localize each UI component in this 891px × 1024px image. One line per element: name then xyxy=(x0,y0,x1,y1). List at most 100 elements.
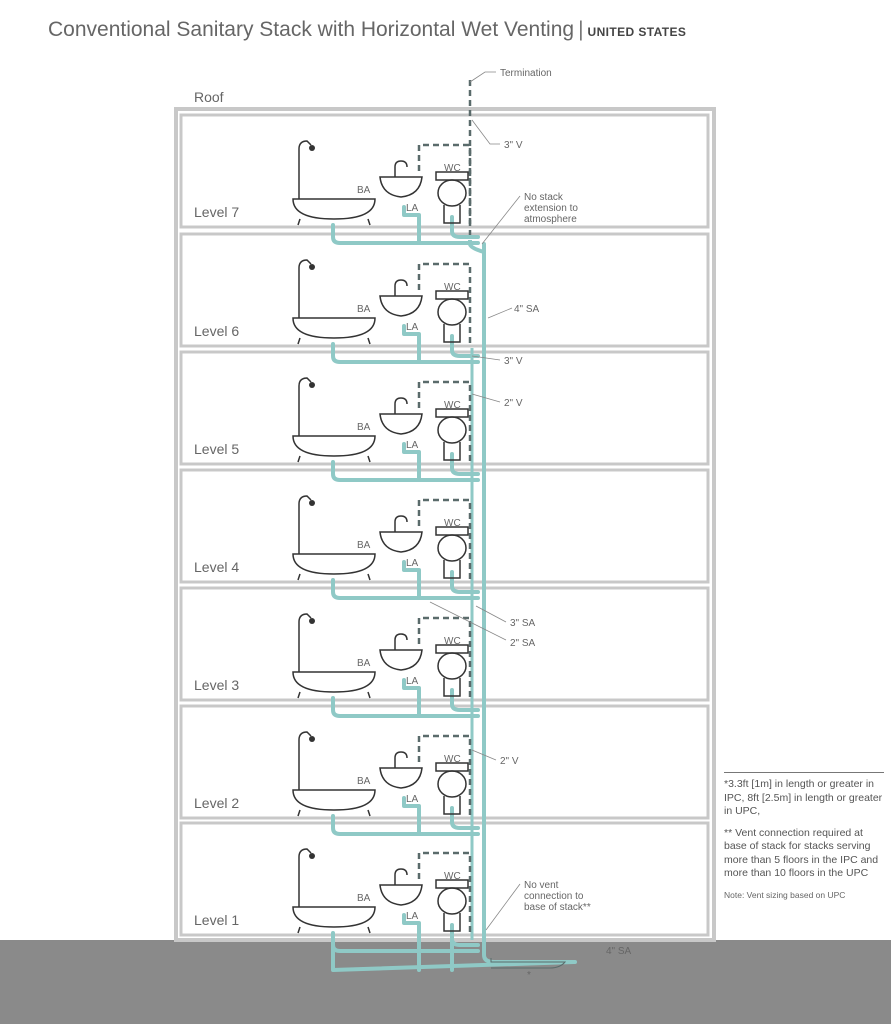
toilet-base-icon xyxy=(443,324,461,343)
callout-label: connection to xyxy=(524,891,584,902)
shower-icon xyxy=(298,259,312,318)
toilet-bowl-icon xyxy=(437,298,467,326)
lavatory-drain xyxy=(402,324,421,364)
toilet-bowl-icon xyxy=(437,179,467,207)
branch-drain xyxy=(331,460,480,482)
lavatory-label: LA xyxy=(406,203,419,214)
toilet-label: WC xyxy=(444,636,461,647)
faucet-icon xyxy=(394,515,408,532)
bathtub-leg xyxy=(297,218,301,226)
page-title: Conventional Sanitary Stack with Horizon… xyxy=(48,18,686,42)
bathtub-label: BA xyxy=(357,658,371,669)
shower-icon xyxy=(298,377,312,436)
bathtub-leg xyxy=(367,691,371,699)
callout-label: 2" V xyxy=(500,756,519,767)
toilet-drain xyxy=(450,452,480,476)
lavatory-icon xyxy=(379,531,423,553)
lavatory-drain xyxy=(402,205,421,245)
leader-line xyxy=(487,307,513,319)
vent-loop xyxy=(417,851,472,933)
callout-label: 2" SA xyxy=(510,638,536,649)
region-label: UNITED STATES xyxy=(587,25,687,39)
callout-label: Termination xyxy=(500,68,552,79)
note-vent-connection: ** Vent connection required at base of s… xyxy=(724,826,879,880)
lavatory-label: LA xyxy=(406,676,419,687)
callout-label: 3" V xyxy=(504,356,523,367)
leader-line xyxy=(485,883,521,931)
bathtub-leg xyxy=(367,573,371,581)
building-drain-risers xyxy=(417,936,454,972)
bathtub-label: BA xyxy=(357,304,371,315)
lavatory-icon xyxy=(379,176,423,198)
bathtub-leg xyxy=(367,455,371,463)
callout-label: 3" V xyxy=(504,140,523,151)
note-length: *3.3ft [1m] in length or greater in IPC,… xyxy=(724,778,883,817)
toilet-label: WC xyxy=(444,163,461,174)
shower-icon xyxy=(298,613,312,672)
bathtub-icon xyxy=(292,435,376,457)
level-label: Level 6 xyxy=(194,323,239,339)
bathtub-label: BA xyxy=(357,185,371,196)
callout-label: 4" SA xyxy=(514,304,540,315)
bathtub-icon xyxy=(292,906,376,928)
bathtub-leg xyxy=(367,809,371,817)
bathtub-icon xyxy=(292,317,376,339)
bathtub-leg xyxy=(297,809,301,817)
note-vent-sizing: Note: Vent sizing based on UPC xyxy=(724,889,846,900)
lavatory-icon xyxy=(379,649,423,671)
toilet-bowl-icon xyxy=(437,534,467,562)
toilet-base-icon xyxy=(443,796,461,815)
bathtub-label: BA xyxy=(357,540,371,551)
callout-label: base of stack** xyxy=(524,902,591,913)
branch-drain xyxy=(331,223,480,245)
toilet-label: WC xyxy=(444,518,461,529)
bathtub-leg xyxy=(297,691,301,699)
vent-loop xyxy=(417,498,472,580)
branch-drain xyxy=(331,696,480,718)
leader-line xyxy=(471,355,501,361)
leader-line xyxy=(471,749,497,761)
lavatory-label: LA xyxy=(406,911,419,922)
bathtub-label: BA xyxy=(357,776,371,787)
toilet-bowl-icon xyxy=(437,887,467,915)
lavatory-icon xyxy=(379,295,423,317)
branch-drain xyxy=(331,342,480,364)
pipe-network: * xyxy=(331,80,577,981)
lavatory-icon xyxy=(379,413,423,435)
ground xyxy=(0,940,891,1024)
toilet-base-icon xyxy=(443,913,461,932)
toilet-bowl-icon xyxy=(437,652,467,680)
asterisk-bracket xyxy=(490,958,567,969)
notes-panel: *3.3ft [1m] in length or greater in IPC,… xyxy=(724,772,884,910)
leader-line xyxy=(471,393,501,403)
leader-line xyxy=(469,71,496,83)
toilet-label: WC xyxy=(444,282,461,293)
leader-line xyxy=(481,195,521,245)
toilet-base-icon xyxy=(443,205,461,224)
bathtub-label: BA xyxy=(357,893,371,904)
bathtub-icon xyxy=(292,789,376,811)
vent-loop xyxy=(417,734,472,816)
level-label: Level 1 xyxy=(194,912,239,928)
toilet-base-icon xyxy=(443,678,461,697)
lavatory-drain xyxy=(402,678,421,718)
callout-label: atmosphere xyxy=(524,214,577,225)
leader-line xyxy=(429,601,507,641)
bathtub-leg xyxy=(297,926,301,934)
roof-label: Roof xyxy=(194,89,224,105)
branch-drain xyxy=(331,814,480,836)
faucet-icon xyxy=(394,397,408,414)
leader-line xyxy=(471,119,500,145)
vent-loop xyxy=(417,616,472,698)
shower-head-icon xyxy=(309,382,315,388)
title-text: Conventional Sanitary Stack with Horizon… xyxy=(48,18,575,41)
callout-label: 3" SA xyxy=(510,618,536,629)
toilet-drain xyxy=(450,806,480,830)
toilet-base-icon xyxy=(443,442,461,461)
level-label: Level 2 xyxy=(194,795,239,811)
lavatory-drain xyxy=(402,560,421,600)
level-label: Level 3 xyxy=(194,677,239,693)
shower-head-icon xyxy=(309,618,315,624)
vent-loop xyxy=(417,143,472,225)
bathtub-label: BA xyxy=(357,422,371,433)
